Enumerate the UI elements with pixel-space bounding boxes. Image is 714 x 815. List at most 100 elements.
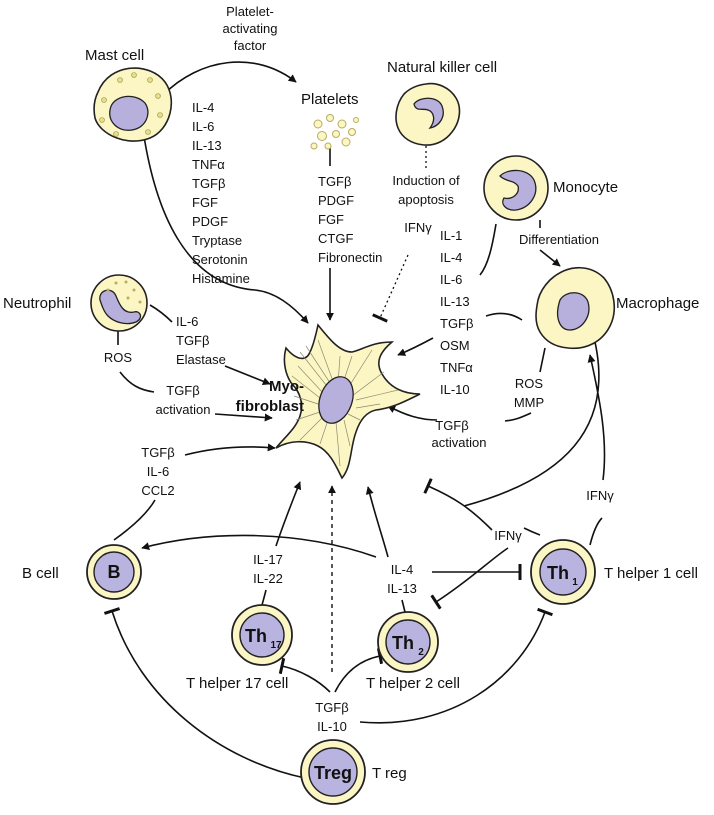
platelets-label: Platelets (301, 91, 359, 108)
th1-ifng: IFNγ (494, 528, 522, 543)
arrow-macrophage-factors-to-myofibroblast (397, 337, 434, 356)
cell-names: Mast cell Platelets Natural killer cell … (3, 47, 699, 782)
arrow-th2-factors-to-b-cell (141, 534, 377, 558)
nk-apoptosis-2: apoptosis (398, 192, 454, 207)
line-th2-to-factors (401, 599, 406, 613)
macrophage-tgfb: TGFβ (435, 418, 468, 433)
b-cell-symbol: B (108, 562, 121, 582)
mast-factor: PDGF (192, 214, 228, 229)
arrow-th1-to-macrophage-2 (463, 329, 600, 507)
line-ifng-to-macrophage (587, 354, 606, 481)
th2-subscript: 2 (418, 647, 424, 658)
b-factor: IL-6 (147, 464, 169, 479)
b-cell-icon: B (86, 544, 142, 600)
inhibit-ifng-to-myofibroblast (423, 478, 493, 531)
th2-factor: IL-13 (387, 581, 417, 596)
th17-symbol: Th (245, 626, 267, 646)
line-ros-to-tgfb-activation (119, 371, 155, 393)
th2-cell-label: T helper 2 cell (366, 675, 460, 692)
inhibit-treg-to-th17 (278, 657, 331, 693)
line-th17-to-factors (261, 589, 267, 606)
inhibit-treg-to-th2 (334, 647, 384, 693)
th1-subscript: 1 (572, 577, 578, 588)
mast-factor: IL-13 (192, 138, 222, 153)
connectors (103, 61, 606, 779)
line-th1-to-ifng (523, 527, 541, 536)
macrophage-factor: TGFβ (440, 316, 473, 331)
macrophage-mmp: MMP (514, 395, 544, 410)
macrophage-factor: IL-1 (440, 228, 462, 243)
th17-cell-label: T helper 17 cell (186, 675, 288, 692)
neutrophil-factor: Elastase (176, 352, 226, 367)
macrophage-factor: IL-4 (440, 250, 462, 265)
mast-factor: TNFα (192, 157, 225, 172)
inhibit-treg-to-th1 (359, 607, 554, 724)
treg-cell-icon: Treg (300, 739, 366, 805)
mast-factor: Serotonin (192, 252, 248, 267)
paf-label-2: activating (223, 21, 278, 36)
macrophage-factor: TNFα (440, 360, 473, 375)
mediator-labels: Platelet- activating factor IL-4 IL-6 IL… (104, 4, 614, 734)
treg-factor: TGFβ (315, 700, 348, 715)
macrophage-activation: activation (432, 435, 487, 450)
arrow-neutrophil-tgfb-to-myofibroblast (214, 413, 273, 422)
b-factor: TGFβ (141, 445, 174, 460)
th1-cell-label: T helper 1 cell (604, 565, 698, 582)
paf-label-3: factor (234, 38, 267, 53)
monocyte-label: Monocyte (553, 179, 618, 196)
line-b-cell-to-factors (113, 499, 156, 541)
macrophage-icon (535, 267, 616, 350)
b-factor: CCL2 (141, 483, 174, 498)
neutrophil-factor: TGFβ (176, 333, 209, 348)
arrow-differentiation-to-macrophage (539, 249, 561, 267)
th17-cell-icon: Th 17 (231, 604, 293, 666)
mast-factor: Histamine (192, 271, 250, 286)
neutrophil-tgfb: TGFβ (166, 383, 199, 398)
arrow-mast-to-myofibroblast (142, 129, 309, 324)
treg-cell-label: T reg (372, 765, 407, 782)
arrow-neutrophil-factors-to-myofibroblast (224, 365, 271, 386)
th17-factor: IL-17 (253, 552, 283, 567)
mast-factor: IL-6 (192, 119, 214, 134)
arrow-mast-to-platelets (162, 61, 297, 96)
line-neutrophil-to-factors (149, 304, 173, 323)
neutrophil-ros: ROS (104, 350, 133, 365)
platelet-factor: TGFβ (318, 174, 351, 189)
b-cell-label: B cell (22, 565, 59, 582)
th2-factor: IL-4 (391, 562, 413, 577)
myofibroblast-label-1: Myo- (269, 378, 304, 395)
neutrophil-icon (90, 274, 148, 332)
nk-ifng: IFNγ (404, 220, 432, 235)
th2-cell-icon: Th 2 (377, 611, 439, 673)
arrow-b-factors-to-myofibroblast (184, 443, 276, 456)
inhibit-ifng-to-th2 (430, 547, 509, 610)
neutrophil-activation: activation (156, 402, 211, 417)
mast-cell-label: Mast cell (85, 47, 144, 64)
arrow-th1-to-macrophage (589, 517, 603, 546)
neutrophil-factor: IL-6 (176, 314, 198, 329)
mast-factor: TGFβ (192, 176, 225, 191)
arrow-th17-factors-to-myofibroblast (275, 481, 302, 547)
inhibit-treg-to-b-cell (103, 607, 306, 779)
arrow-th2-factors-to-myofibroblast (365, 486, 389, 558)
line-monocyte-to-factors (479, 223, 497, 276)
paf-label-1: Platelet- (226, 4, 274, 19)
line-ros-to-tgfb (504, 412, 532, 422)
mast-cell-icon (93, 67, 173, 142)
treg-factor: IL-10 (317, 719, 347, 734)
differentiation-label: Differentiation (519, 232, 599, 247)
macrophage-ros: ROS (515, 376, 544, 391)
treg-symbol: Treg (314, 763, 352, 783)
line-macrophage-to-factors (485, 312, 523, 321)
platelet-factor: PDGF (318, 193, 354, 208)
th2-symbol: Th (392, 633, 414, 653)
macrophage-factor: IL-6 (440, 272, 462, 287)
monocyte-icon (483, 155, 549, 221)
inhibit-nk-to-myofibroblast (372, 254, 409, 323)
platelets-icon (310, 114, 359, 150)
nk-cell-label: Natural killer cell (387, 59, 497, 76)
neutrophil-label: Neutrophil (3, 295, 71, 312)
platelet-factor: CTGF (318, 231, 353, 246)
macrophage-factor: IL-10 (440, 382, 470, 397)
arrow-tgfb-activation-to-myofibroblast (387, 405, 438, 421)
